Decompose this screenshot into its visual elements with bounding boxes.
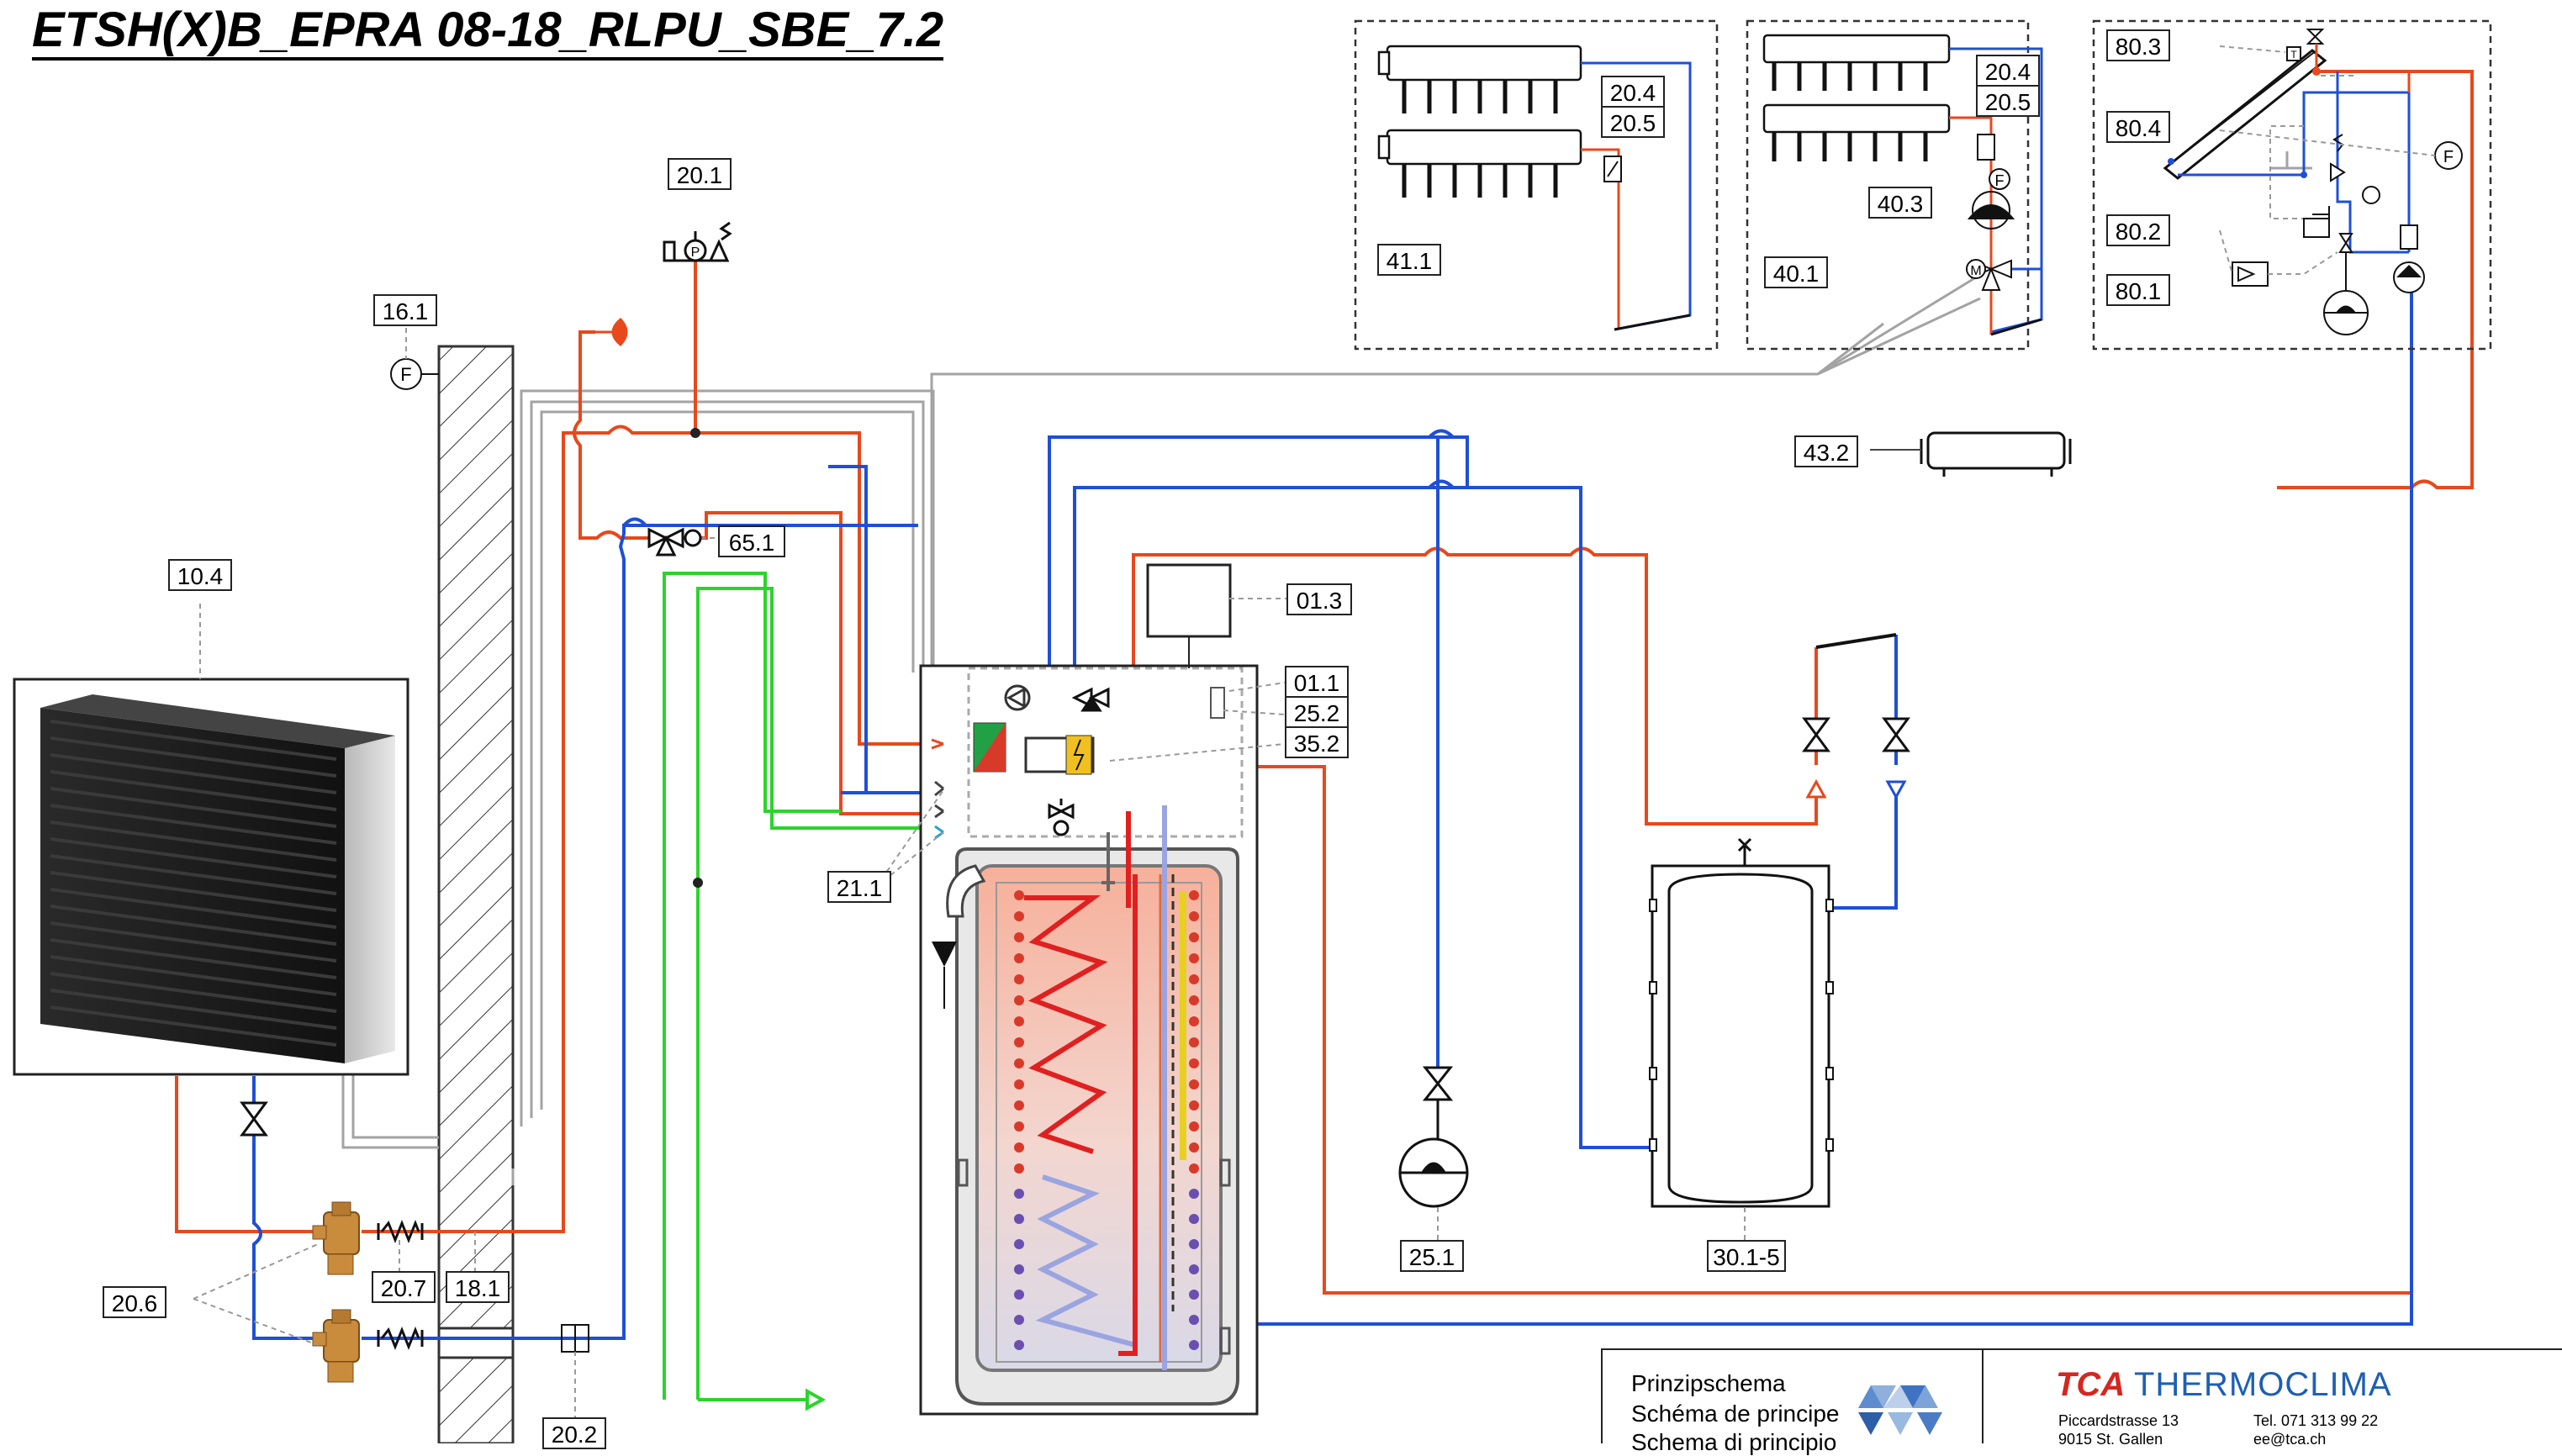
buffer-tank-30-1-5 <box>1649 837 1834 1208</box>
label-80-3: 80.3 <box>2106 29 2170 61</box>
label-30-1-5: 30.1-5 <box>1707 1240 1786 1272</box>
label-43-2: 43.2 <box>1794 435 1858 467</box>
shutoff-valve-buffer-return <box>1882 717 1910 752</box>
brass-mixing-valve-top <box>312 1201 360 1275</box>
tank-sensor-rod <box>1101 832 1115 891</box>
tank-3way-valve <box>1071 687 1110 712</box>
brand-name: THERMOCLIMA <box>2134 1366 2392 1403</box>
label-41-1: 41.1 <box>1377 244 1441 276</box>
label-20-6: 20.6 <box>103 1286 166 1318</box>
tank-controller <box>1210 687 1225 719</box>
tank-mixing-valve <box>1048 799 1075 836</box>
label-21-1: 21.1 <box>827 871 891 903</box>
label-80-4: 80.4 <box>2106 111 2170 143</box>
drain-tap <box>932 864 986 1009</box>
label-35-2: 35.2 <box>1285 726 1349 758</box>
safety-valve-group <box>663 221 732 262</box>
label-80-1: 80.1 <box>2106 274 2170 306</box>
brand-short: TCA <box>2056 1366 2126 1403</box>
schema-title-de: Prinzipschema <box>1631 1370 1786 1396</box>
label-01-1: 01.1 <box>1285 666 1349 698</box>
hydraulic-separator-43-2 <box>1870 431 2072 477</box>
return-lines <box>252 277 2413 1340</box>
supply-lines <box>175 70 2474 1295</box>
label-01-3: 01.3 <box>1286 583 1352 615</box>
radiator-connection <box>1815 633 1897 649</box>
tca-logo-mark <box>1858 1385 1942 1435</box>
label-18-1: 18.1 <box>446 1271 510 1303</box>
tank-pump <box>1004 684 1031 711</box>
email-address: ee@tca.ch <box>2253 1431 2327 1448</box>
heat-exchanger-zigzag-hot <box>1024 895 1108 1154</box>
schema-title-fr: Schéma de principe <box>1631 1401 1840 1427</box>
tank-side-clips <box>957 1158 1231 1355</box>
shutoff-valve-expansion <box>1422 1066 1454 1101</box>
label-20-1: 20.1 <box>668 158 732 190</box>
label-40-3: 40.3 <box>1868 187 1932 219</box>
label-20-5-mixed: 20.5 <box>1976 85 2040 117</box>
shutoff-valve-heat-pump-return <box>240 1101 268 1137</box>
svg-text:M: M <box>1970 264 1981 278</box>
pressure-gauge-symbol: P <box>691 245 700 260</box>
coil-dots-cool <box>1014 1189 1199 1350</box>
address-street: Piccardstrasse 13 <box>2058 1412 2179 1429</box>
label-20-5-heating: 20.5 <box>1601 106 1665 138</box>
label-65-1: 65.1 <box>718 525 785 557</box>
coil-dots <box>1014 890 1199 1174</box>
heat-exchanger-zigzag-cool <box>1035 1174 1136 1348</box>
label-20-2: 20.2 <box>542 1417 606 1449</box>
heat-pump-outdoor-unit <box>13 678 409 1076</box>
diagram-title: ETSH(X)B_EPRA 08-18_RLPU_SBE_7.2 <box>32 3 944 61</box>
internal-pipes <box>1118 805 1186 1370</box>
backup-heater <box>973 722 1095 775</box>
label-20-4-heating: 20.4 <box>1601 76 1665 108</box>
label-10-4: 10.4 <box>168 559 232 591</box>
phone-number: Tel. 071 313 99 22 <box>2253 1412 2379 1429</box>
address-city: 9015 St. Gallen <box>2058 1431 2163 1448</box>
label-25-1: 25.1 <box>1400 1240 1464 1272</box>
label-16-1: 16.1 <box>373 294 437 326</box>
label-20-4-mixed: 20.4 <box>1976 55 2040 87</box>
brass-mixing-valve-bottom <box>312 1309 360 1383</box>
check-arrow-return <box>1885 780 1907 800</box>
svg-text:F: F <box>1995 172 2005 189</box>
option-box-41-1 <box>1354 19 1719 351</box>
schema-title-it: Schema di principio <box>1631 1429 1837 1455</box>
option-box-40-1: F M <box>1746 19 2043 351</box>
expansion-vessel-25-1 <box>1398 1100 1469 1208</box>
label-80-2: 80.2 <box>2106 214 2170 246</box>
flexible-hose-symbols <box>377 1219 424 1351</box>
title-block-frame <box>1601 1348 2562 1443</box>
storage-tank-unit <box>919 664 1259 1416</box>
cold-water-line <box>663 572 982 1411</box>
label-40-1: 40.1 <box>1764 256 1828 288</box>
check-arrow-supply <box>1805 778 1827 799</box>
svg-text:T: T <box>2290 49 2297 61</box>
svg-text:F: F <box>400 364 411 385</box>
svg-text:F: F <box>2443 148 2454 166</box>
three-way-valve-65-1 <box>647 527 702 557</box>
controller-box-01-3 <box>1146 563 1232 638</box>
label-25-2: 25.2 <box>1285 696 1349 728</box>
flow-sensor-16-1: F <box>390 328 439 390</box>
expansion-membrane-icon <box>595 317 628 347</box>
label-20-7: 20.7 <box>372 1271 436 1303</box>
shutoff-valve-buffer-supply <box>1802 717 1830 752</box>
option-box-solar-80: T F <box>2092 19 2492 351</box>
